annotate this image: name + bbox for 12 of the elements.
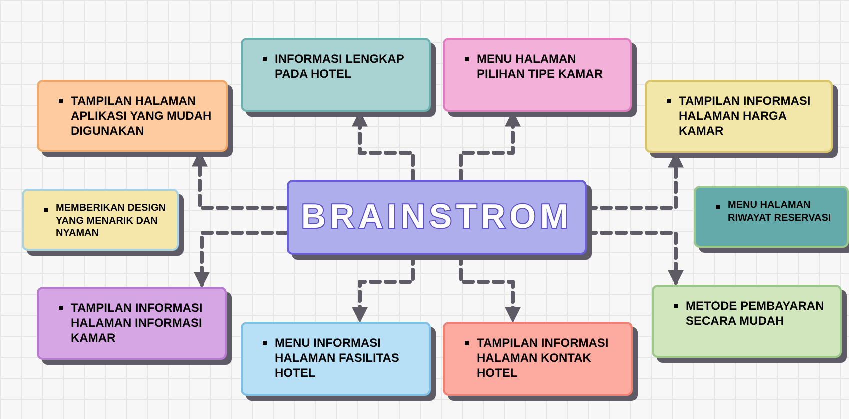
title-text: BRAINSTROM [301, 197, 573, 238]
card-text: MENU HALAMAN RIWAYAT RESERVASI [728, 200, 832, 225]
card-text: TAMPILAN INFORMASI HALAMAN INFORMASI KAMAR [71, 301, 204, 346]
card-text: MENU INFORMASI HALAMAN FASILITAS HOTEL [275, 336, 400, 381]
card-text: TAMPILAN HALAMAN APLIKASI YANG MUDAH DIGUNAKAN [71, 94, 213, 139]
card-text: TAMPILAN INFORMASI HALAMAN KONTAK HOTEL [477, 336, 610, 381]
card-text: INFORMASI LENGKAP PADA HOTEL [275, 52, 406, 82]
card-text: MEMBERIKAN DESIGN YANG MENARIK DAN NYAMAN [56, 203, 168, 240]
card-text: TAMPILAN INFORMASI HALAMAN HARGA KAMAR [679, 94, 812, 139]
dashed-arrow [194, 231, 289, 288]
card-text: MENU HALAMAN PILIHAN TIPE KAMAR [477, 52, 604, 82]
card-text: METODE PEMBAYARAN SECARA MUDAH [686, 299, 826, 329]
